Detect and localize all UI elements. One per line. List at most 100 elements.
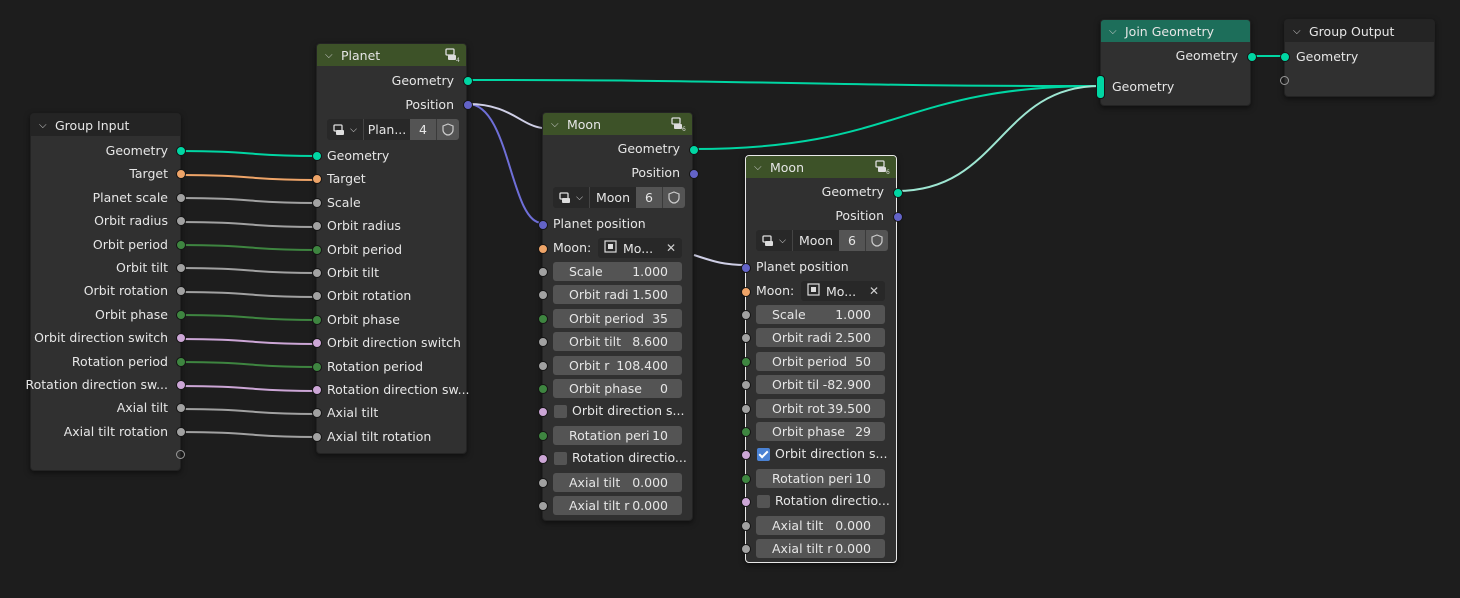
input-socket[interactable] xyxy=(538,290,548,301)
input-socket[interactable] xyxy=(312,385,322,395)
input-socket[interactable] xyxy=(538,477,548,488)
input-socket[interactable] xyxy=(312,338,322,349)
join-geometry-header[interactable]: ⌵ Join Geometry xyxy=(1101,20,1250,42)
output-socket[interactable] xyxy=(176,309,186,320)
input-socket-moon-object[interactable] xyxy=(538,244,548,254)
input-socket[interactable] xyxy=(741,333,751,344)
input-socket[interactable] xyxy=(741,473,751,484)
output-socket[interactable] xyxy=(176,403,186,414)
input-socket[interactable] xyxy=(741,403,751,414)
output-socket[interactable] xyxy=(176,426,186,437)
empty-input-socket[interactable] xyxy=(1280,76,1289,85)
moon-header[interactable]: ⌵ Moon 6 xyxy=(543,113,692,135)
empty-output-socket[interactable] xyxy=(176,450,185,459)
rotation-direction-checkbox[interactable] xyxy=(757,495,770,509)
input-socket[interactable] xyxy=(312,361,322,372)
input-socket[interactable] xyxy=(312,268,322,278)
input-socket[interactable] xyxy=(538,384,548,394)
input-socket[interactable] xyxy=(312,174,322,185)
node-tree-icon[interactable]: ⌵ xyxy=(553,187,589,208)
planet-node[interactable]: ⌵ Planet 4 Geometry Position ⌵ Plan... 4… xyxy=(312,43,473,454)
input-socket-moon-object[interactable] xyxy=(741,287,751,297)
orbit-direction-checkbox[interactable] xyxy=(757,448,770,462)
group-output-node[interactable]: ⌵ Group Output Geometry xyxy=(1280,19,1435,97)
input-socket[interactable] xyxy=(538,430,548,441)
chevron-down-icon[interactable]: ⌵ xyxy=(551,118,559,130)
input-socket[interactable] xyxy=(312,197,322,208)
input-socket[interactable] xyxy=(538,360,548,371)
output-socket-geometry[interactable] xyxy=(689,145,699,155)
datablock-user-count[interactable]: 6 xyxy=(839,230,865,251)
output-socket-geometry[interactable] xyxy=(1247,52,1257,62)
orbit-direction-checkbox[interactable] xyxy=(554,405,567,419)
rotation-direction-checkbox[interactable] xyxy=(554,452,567,466)
output-socket[interactable] xyxy=(176,216,186,227)
input-socket[interactable] xyxy=(741,427,751,437)
datablock-name[interactable]: Plan... xyxy=(363,119,410,140)
fake-user-shield-icon[interactable] xyxy=(662,187,685,208)
moon-object-field[interactable]: Mo...✕ xyxy=(598,238,682,258)
output-socket-geometry[interactable] xyxy=(893,188,903,198)
output-socket[interactable] xyxy=(176,146,186,156)
input-socket[interactable] xyxy=(312,291,322,302)
value-field[interactable]: Orbit til-82.900 xyxy=(756,375,885,395)
output-socket[interactable] xyxy=(176,286,186,297)
group-input-header[interactable]: ⌵ Group Input xyxy=(31,114,180,136)
output-socket[interactable] xyxy=(176,239,186,250)
input-socket[interactable] xyxy=(741,520,751,531)
chevron-down-icon[interactable]: ⌵ xyxy=(325,49,333,61)
input-socket[interactable] xyxy=(538,267,548,277)
input-socket-planet-position[interactable] xyxy=(538,220,548,230)
chevron-down-icon[interactable]: ⌵ xyxy=(754,161,762,173)
output-socket-position[interactable] xyxy=(893,212,903,222)
input-socket[interactable] xyxy=(538,407,548,418)
datablock-user-count[interactable]: 6 xyxy=(636,187,662,208)
output-socket[interactable] xyxy=(176,192,186,203)
input-socket[interactable] xyxy=(312,221,322,232)
input-socket-geometry[interactable] xyxy=(1280,52,1290,62)
output-socket[interactable] xyxy=(176,380,186,390)
input-socket[interactable] xyxy=(312,408,322,419)
output-socket[interactable] xyxy=(176,333,186,344)
input-socket-planet-position[interactable] xyxy=(741,263,751,273)
clear-icon[interactable]: ✕ xyxy=(868,284,879,298)
input-socket[interactable] xyxy=(741,497,751,508)
datablock-user-count[interactable]: 4 xyxy=(410,119,436,140)
output-socket-position[interactable] xyxy=(463,100,473,110)
input-socket[interactable] xyxy=(312,431,322,442)
fake-user-shield-icon[interactable] xyxy=(865,230,888,251)
output-socket[interactable] xyxy=(176,169,186,180)
input-socket[interactable] xyxy=(538,337,548,348)
moon-header[interactable]: ⌵ Moon 6 xyxy=(746,156,896,178)
node-tree-icon[interactable]: ⌵ xyxy=(756,230,792,251)
fake-user-shield-icon[interactable] xyxy=(436,119,459,140)
output-socket[interactable] xyxy=(176,356,186,367)
group-output-header[interactable]: ⌵ Group Output xyxy=(1285,20,1434,42)
input-socket[interactable] xyxy=(741,544,751,554)
input-socket[interactable] xyxy=(538,454,548,465)
input-socket[interactable] xyxy=(741,380,751,391)
input-socket-geometry-multi[interactable] xyxy=(1096,75,1105,99)
datablock-name[interactable]: Moon xyxy=(792,230,839,251)
output-socket-geometry[interactable] xyxy=(463,76,473,86)
datablock-name[interactable]: Moon xyxy=(589,187,636,208)
input-socket[interactable] xyxy=(312,151,322,161)
output-socket-position[interactable] xyxy=(689,169,699,179)
input-socket[interactable] xyxy=(312,244,322,255)
